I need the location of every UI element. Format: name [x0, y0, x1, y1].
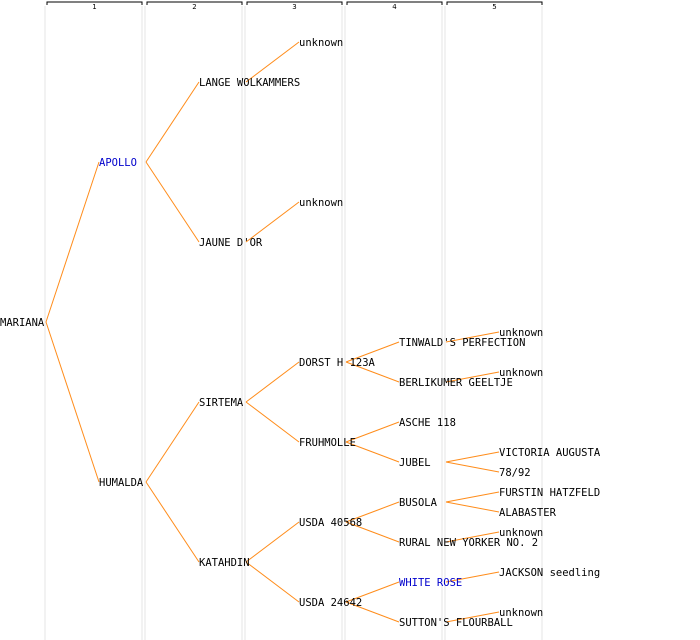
generation-header: 1 2 3 4 5	[46, 1, 543, 11]
node-lange: LANGE WOLKAMMERS	[199, 77, 300, 89]
node-alabaster: ALABASTER	[499, 507, 557, 519]
node-unknown5: unknown	[499, 527, 543, 539]
node-unknown4: unknown	[499, 367, 543, 379]
pedigree-edge	[245, 521, 300, 563]
node-unknown2: unknown	[299, 197, 343, 209]
generation-bracket	[46, 1, 143, 5]
node-furstin: FURSTIN HATZFELD	[499, 487, 600, 499]
node-apollo[interactable]: APOLLO	[99, 157, 137, 169]
pedigree-edge	[445, 491, 500, 503]
pedigree-edge	[145, 481, 200, 563]
generation-bracket	[146, 1, 243, 5]
generation-bracket	[446, 1, 543, 5]
generation-label: 3	[292, 3, 296, 11]
pedigree-edge	[445, 331, 500, 343]
pedigree-edge	[245, 401, 300, 443]
node-usda40568: USDA 40568	[299, 517, 362, 529]
pedigree-edge	[445, 611, 500, 623]
pedigree-edge	[345, 501, 400, 523]
pedigree-edge	[145, 81, 200, 163]
node-sirtema: SIRTEMA	[199, 397, 244, 409]
generation-label: 4	[392, 3, 397, 11]
pedigree-edge	[345, 521, 400, 543]
pedigree-edge	[45, 161, 100, 323]
node-unknown6: unknown	[499, 607, 543, 619]
pedigree-edge	[445, 571, 500, 583]
node-humalda: HUMALDA	[99, 477, 144, 489]
generation-label: 2	[192, 3, 196, 11]
node-root: MARIANA	[0, 317, 45, 329]
pedigree-edge	[245, 361, 300, 403]
pedigree-edge	[145, 401, 200, 483]
node-jackson: JACKSON seedling	[499, 567, 600, 579]
generation-bracket	[346, 1, 443, 5]
edge-layer	[45, 41, 500, 623]
node-n7892: 78/92	[499, 467, 531, 479]
node-berlikumer: BERLIKUMER GEELTJE	[399, 377, 513, 389]
generation-label: 5	[492, 3, 496, 11]
pedigree-edge	[345, 361, 400, 383]
node-katahdin: KATAHDIN	[199, 557, 250, 569]
node-victoria: VICTORIA AUGUSTA	[499, 447, 601, 459]
node-dorst: DORST H 123A	[299, 357, 376, 369]
pedigree-edge	[445, 531, 500, 543]
node-usda24642: USDA 24642	[299, 597, 362, 609]
pedigree-edge	[345, 601, 400, 623]
pedigree-edge	[45, 321, 100, 483]
node-fruhmolle: FRUHMOLLE	[299, 437, 356, 449]
pedigree-edge	[445, 371, 500, 383]
node-asche: ASCHE 118	[399, 417, 456, 429]
pedigree-edge	[345, 421, 400, 443]
node-unknown3: unknown	[499, 327, 543, 339]
node-rural: RURAL NEW YORKER NO. 2	[399, 537, 538, 549]
node-sutton: SUTTON'S FLOURBALL	[399, 617, 513, 629]
generation-label: 1	[92, 3, 96, 11]
pedigree-edge	[245, 201, 300, 243]
pedigree-edge	[245, 561, 300, 603]
node-jubel: JUBEL	[399, 457, 431, 469]
node-unknown1: unknown	[299, 37, 343, 49]
node-jaune: JAUNE D'OR	[199, 237, 263, 249]
pedigree-edge	[345, 341, 400, 363]
pedigree-edge	[345, 581, 400, 603]
node-tinwald: TINWALD'S PERFECTION	[399, 337, 525, 349]
pedigree-edge	[245, 41, 300, 83]
pedigree-edge	[445, 451, 500, 463]
node-whiterose[interactable]: WHITE ROSE	[399, 577, 462, 589]
node-busola: BUSOLA	[399, 497, 438, 509]
pedigree-edge	[445, 501, 500, 513]
pedigree-edge	[445, 461, 500, 473]
generation-bracket	[246, 1, 343, 5]
generation-grid	[44, 6, 543, 640]
pedigree-edge	[345, 441, 400, 463]
pedigree-edge	[145, 161, 200, 243]
